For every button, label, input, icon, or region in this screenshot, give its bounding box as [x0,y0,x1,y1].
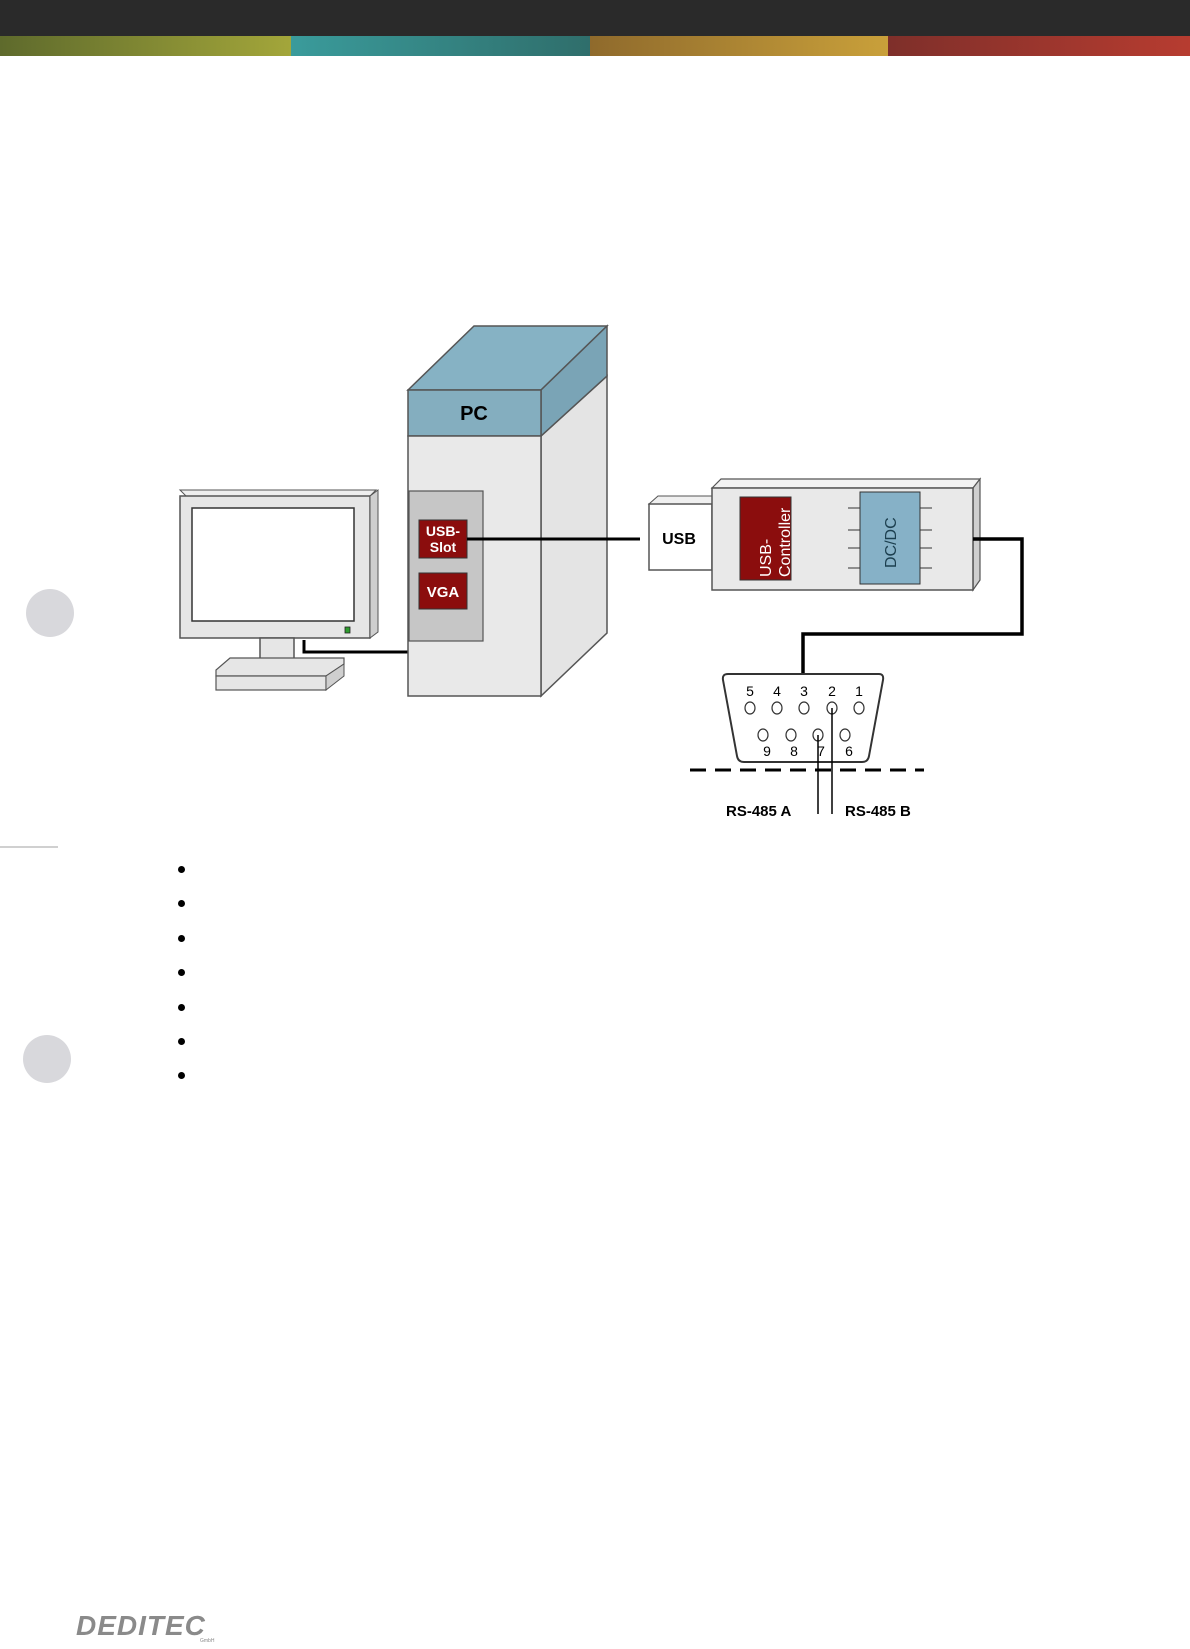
vga-label: VGA [427,584,460,601]
side-divider [0,846,58,848]
dcdc-label: DC/DC [883,517,900,568]
usb-slot-label-2: Slot [430,539,457,555]
rs485-b-label: RS-485 B [845,803,911,820]
deditec-logo-sub: GmbH [200,1638,215,1644]
connection-diagram: PC USB- Slot VGA USB USB- Controller DC/… [178,324,1024,820]
dsub-pin-holes [744,701,865,742]
usb-slot-label-1: USB- [426,523,461,539]
bullet-icon [178,969,185,977]
pin-number: 6 [845,743,853,759]
monitor-icon [178,489,379,692]
bullet-icon [178,1003,185,1011]
pin-number: 7 [817,743,825,759]
vga-port-box [418,572,468,610]
pin-number: 9 [763,743,771,759]
deditec-logo: DEDITEC [76,1610,206,1641]
bullet-icon [178,1037,185,1045]
usb-controller-box [739,496,792,581]
usb-controller-label-2: Controller [777,507,794,577]
bullet-icon [178,900,185,908]
pin-number: 4 [773,683,781,699]
usb-slot-box [418,519,468,559]
dcdc-pins [848,507,932,569]
header-stripe-olive [0,36,291,56]
header-stripe-gold [590,36,888,56]
pin-number: 5 [746,683,754,699]
side-marker-circle [23,1035,71,1083]
rs485-a-label: RS-485 A [726,803,791,820]
rs485-cable [801,537,1024,676]
pc-tower-icon [406,324,609,698]
pin-number: 2 [828,683,836,699]
bullet-icon [178,866,185,873]
bullet-icon [178,1072,185,1080]
side-marker-circle [26,589,74,637]
bullet-icon [178,934,185,942]
pc-label: PC [460,403,488,425]
dcdc-box [859,491,921,585]
header-stripe-teal [291,36,590,56]
pin-number: 8 [790,743,798,759]
usb-controller-label-1: USB- [758,539,775,577]
pin-number: 3 [800,683,808,699]
header-stripe-red [888,36,1190,56]
usb-plug-label: USB [662,531,696,548]
header-bar [0,0,1190,36]
pin-number: 1 [855,683,863,699]
